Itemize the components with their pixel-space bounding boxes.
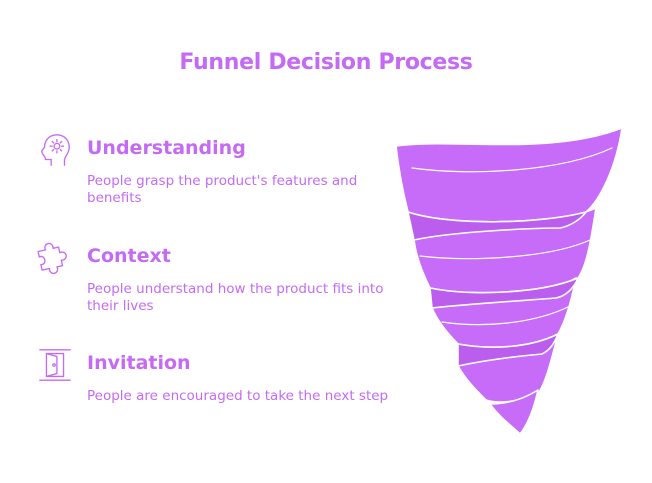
page-title: Funnel Decision Process [179, 50, 473, 75]
funnel-inner-2 [429, 277, 579, 309]
stage-heading: Invitation [87, 352, 191, 374]
stage-heading: Context [87, 245, 171, 267]
stage-heading: Understanding [87, 137, 246, 159]
funnel-inner-3 [457, 333, 559, 367]
funnel-tip [489, 389, 539, 435]
funnel-inner-1 [407, 211, 587, 241]
stage-description: People grasp the product's features and … [87, 173, 358, 206]
spiral-funnel-illustration [395, 128, 623, 435]
stage-description: People are encouraged to take the next s… [87, 388, 389, 404]
puzzle-piece-icon [37, 242, 67, 275]
gear-head-icon [41, 134, 70, 166]
funnel-band-top [395, 128, 623, 223]
open-door-icon [39, 349, 71, 381]
stage-description: People understand how the product fits i… [87, 281, 384, 314]
